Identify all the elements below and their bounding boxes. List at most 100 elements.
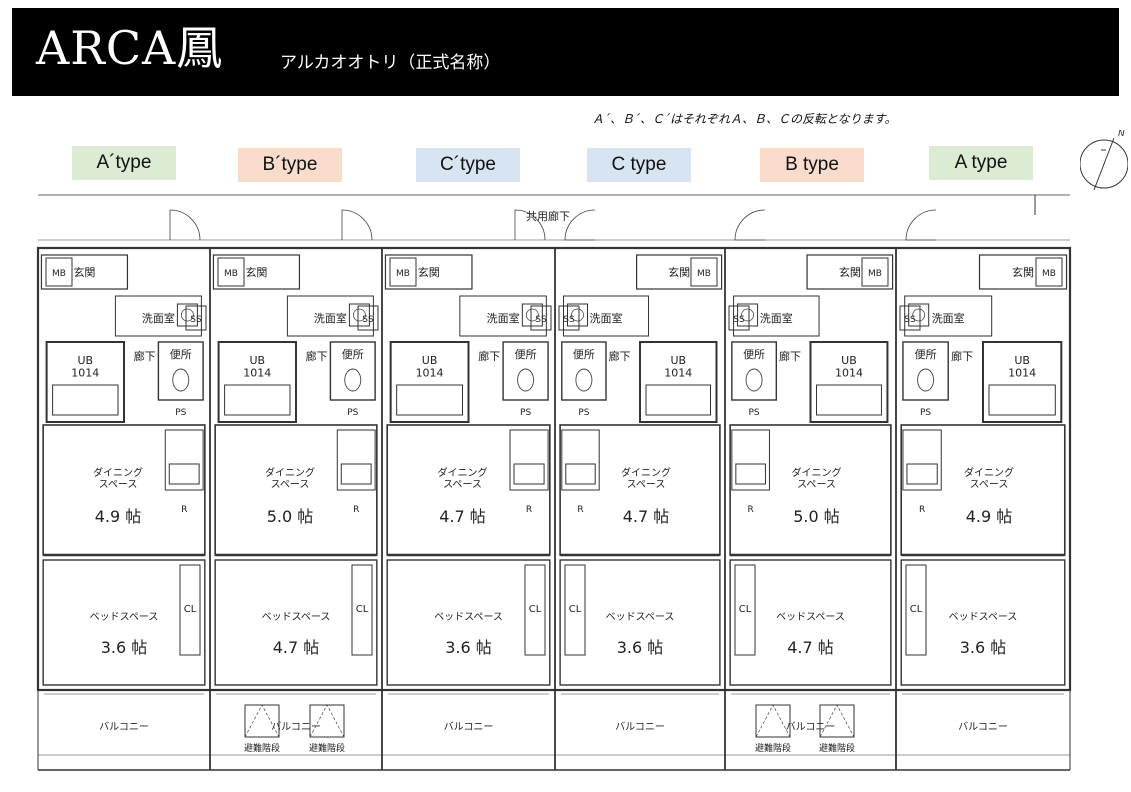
closet-box [734,564,756,656]
unit-bath [45,341,125,423]
bed-label: ベッドスペース [90,611,159,623]
ss-box [530,305,552,331]
emergency-label: 避難階段 [755,742,791,754]
dining-label: ダイニングスペース [93,466,143,491]
washroom-box [904,295,993,337]
bed-label: ベッドスペース [606,611,675,623]
kitchen-counter [164,429,204,491]
toilet-label: 便所 [342,348,364,361]
mb-box [690,257,718,287]
unit-bath [639,341,718,423]
balcony-label: バルコニー [615,721,665,733]
bathtub-icon [988,384,1056,416]
bed-room [42,559,206,686]
bathtub-icon [52,384,119,416]
sink-icon [737,303,759,327]
bed-size: 3.6 帖 [101,638,148,657]
washroom-box [459,295,547,337]
balcony-label: バルコニー [786,721,836,733]
toilet-room [561,341,607,401]
mb-label: MB [224,269,238,279]
entrance-box [806,254,894,290]
toilet-label: 便所 [515,348,537,361]
range-hood-label: R [919,505,925,515]
emergency-hatch-mark [819,704,855,738]
toilet-icon [344,368,362,392]
range-hood-label: R [577,505,583,515]
type-label-2: B´type [238,148,342,182]
range-hood-label: R [526,505,532,515]
washroom-label: 洗面室 [314,311,347,325]
sink-bowl-icon [571,308,584,322]
ps-label: PS [520,408,531,418]
mb-box [1035,257,1063,287]
sink-icon [348,303,370,327]
door-swing [905,209,937,241]
washroom-label: 洗面室 [932,311,965,325]
bathtub-icon [224,384,291,416]
door-swing [734,209,766,241]
door-swing [341,209,373,241]
closet-label: CL [356,604,369,615]
closet-label: CL [910,604,923,615]
toilet-room [157,341,204,401]
kitchen-sink-icon [565,463,596,485]
toilet-room [502,341,549,401]
type-label-5: B type [760,148,864,182]
bed-room [900,559,1066,686]
washroom-label: 洗面室 [487,311,520,325]
ss-box [728,305,750,331]
entrance-box [40,254,129,290]
ss-label: SS [190,315,202,325]
range-hood-label: R [748,505,754,515]
ps-label: PS [578,408,589,418]
ps-label: PS [748,408,759,418]
sink-icon [176,303,198,327]
emergency-label: 避難階段 [819,742,855,754]
kitchen-sink-icon [906,463,938,485]
washroom-label: 洗面室 [760,311,793,325]
emergency-hatch-mark [244,704,280,738]
mb-label: MB [396,269,410,279]
ss-box [357,305,379,331]
ps-label: PS [920,408,931,418]
emergency-label: 避難階段 [244,742,280,754]
type-label-4: C type [587,148,691,182]
toilet-label: 便所 [573,348,595,361]
closet-label: CL [184,604,197,615]
toilet-icon [172,368,190,392]
bed-room [729,559,892,686]
entrance-label: 玄関 [245,265,267,279]
toilet-icon [917,368,935,392]
ps-label: PS [347,408,358,418]
toilet-label: 便所 [743,348,765,361]
ss-label: SS [904,315,916,325]
header-band: ARCA鳳 アルカオオトリ（正式名称） [12,8,1119,96]
balcony-label: バルコニー [271,721,321,733]
dining-label: ダイニングスペース [265,466,315,491]
closet-box [179,564,201,656]
bathtub-icon [816,384,882,416]
bed-size: 4.7 帖 [273,638,320,657]
emergency-hatch-mark [309,704,345,738]
balcony-label: バルコニー [958,721,1008,733]
door-swing [564,209,596,241]
bed-room [214,559,378,686]
sink-bowl-icon [180,308,194,322]
hallway-label: 廊下 [951,349,973,363]
entrance-label: 玄関 [839,265,861,279]
dining-size: 4.7 帖 [439,507,486,526]
bed-label: ベッドスペース [434,611,503,623]
bed-label: ベッドスペース [776,611,845,623]
mb-box [389,257,417,287]
dining-size: 5.0 帖 [793,507,840,526]
bed-label: ベッドスペース [949,611,1018,623]
sink-bowl-icon [912,308,926,322]
